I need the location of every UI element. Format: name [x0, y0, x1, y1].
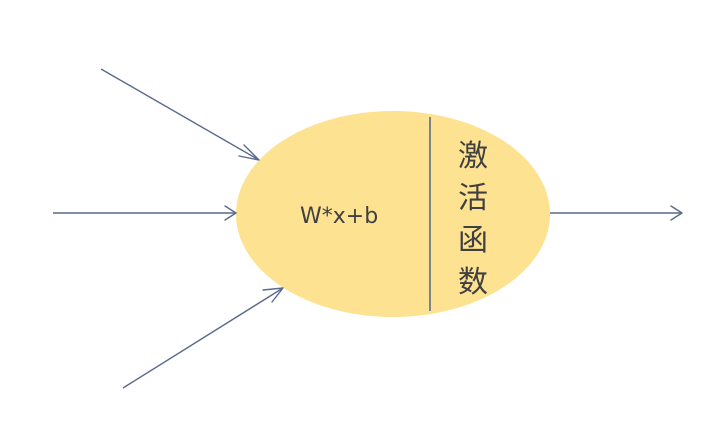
formula-label: W*x+b	[300, 204, 378, 229]
input-arrow-top	[100, 68, 260, 161]
input-arrow-bottom	[122, 287, 284, 389]
activation-char-1: 激	[458, 139, 488, 174]
activation-label: 激 活 函 数	[458, 139, 488, 300]
neuron-body	[236, 111, 550, 317]
output-arrow	[550, 205, 683, 221]
input-arrow-middle	[53, 205, 237, 221]
activation-char-3: 函	[458, 223, 488, 258]
activation-char-2: 活	[458, 181, 488, 216]
activation-char-4: 数	[458, 265, 488, 300]
